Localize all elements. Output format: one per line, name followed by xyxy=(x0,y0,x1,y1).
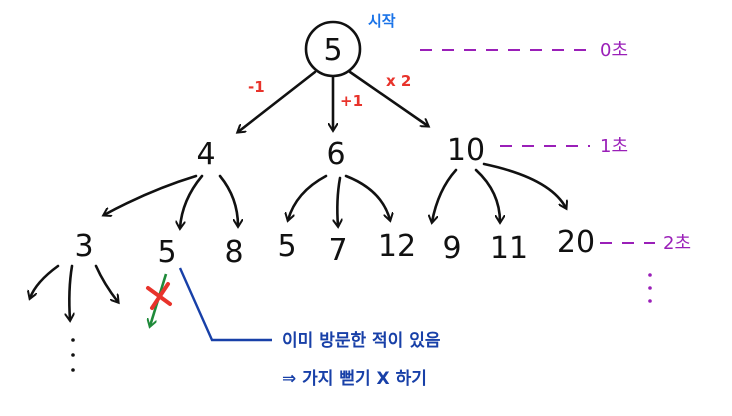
edge-4-to-8 xyxy=(218,174,238,226)
edge-6-to-7 xyxy=(337,176,340,226)
edge-4-to-3 xyxy=(104,174,198,215)
note-line-1: 이미 방문한 적이 있음 xyxy=(282,331,441,351)
level2-node-3: 3 xyxy=(74,229,93,264)
level2-node-5-visited: 5 xyxy=(157,235,176,270)
level2-node-20: 20 xyxy=(557,225,595,260)
level1-node-6: 6 xyxy=(326,137,345,172)
edge-6-to-5 xyxy=(288,174,328,220)
note-callout-line xyxy=(178,267,272,342)
edge-root-to-10 xyxy=(348,70,428,126)
level1-node-10: 10 xyxy=(447,133,485,168)
edge-10-to-11 xyxy=(474,168,500,222)
level2-node-9: 9 xyxy=(442,231,461,266)
op-label-plus: +1 xyxy=(340,92,363,110)
edge-4-to-5 xyxy=(180,174,204,228)
pruned-cross-mark xyxy=(146,282,172,310)
subtree-continuation-dots xyxy=(71,338,75,372)
level2-node-7: 7 xyxy=(328,233,347,268)
edge-10-to-9 xyxy=(432,168,458,222)
start-label: 시작 xyxy=(368,12,396,30)
time-continuation-dots xyxy=(648,273,652,303)
time-label-0: 0초 xyxy=(600,40,628,61)
op-label-times: x 2 xyxy=(386,72,411,90)
edge-10-to-20 xyxy=(482,162,566,208)
edge-root-to-4 xyxy=(238,70,317,132)
root-node-value: 5 xyxy=(323,33,342,68)
edge-3-child-right xyxy=(94,264,118,302)
edge-3-child-left xyxy=(30,264,60,298)
level2-node-8: 8 xyxy=(224,235,243,270)
level2-node-11: 11 xyxy=(490,231,528,266)
level2-node-5: 5 xyxy=(277,229,296,264)
time-label-1: 1초 xyxy=(600,136,628,157)
edge-3-child-middle xyxy=(69,264,72,320)
level1-node-4: 4 xyxy=(196,137,215,172)
edge-6-to-12 xyxy=(344,174,390,220)
level2-node-12: 12 xyxy=(378,229,416,264)
note-line-2: ⇒ 가지 뻗기 X 하기 xyxy=(282,369,427,389)
time-label-2: 2초 xyxy=(663,233,691,254)
op-label-minus: -1 xyxy=(248,78,265,96)
